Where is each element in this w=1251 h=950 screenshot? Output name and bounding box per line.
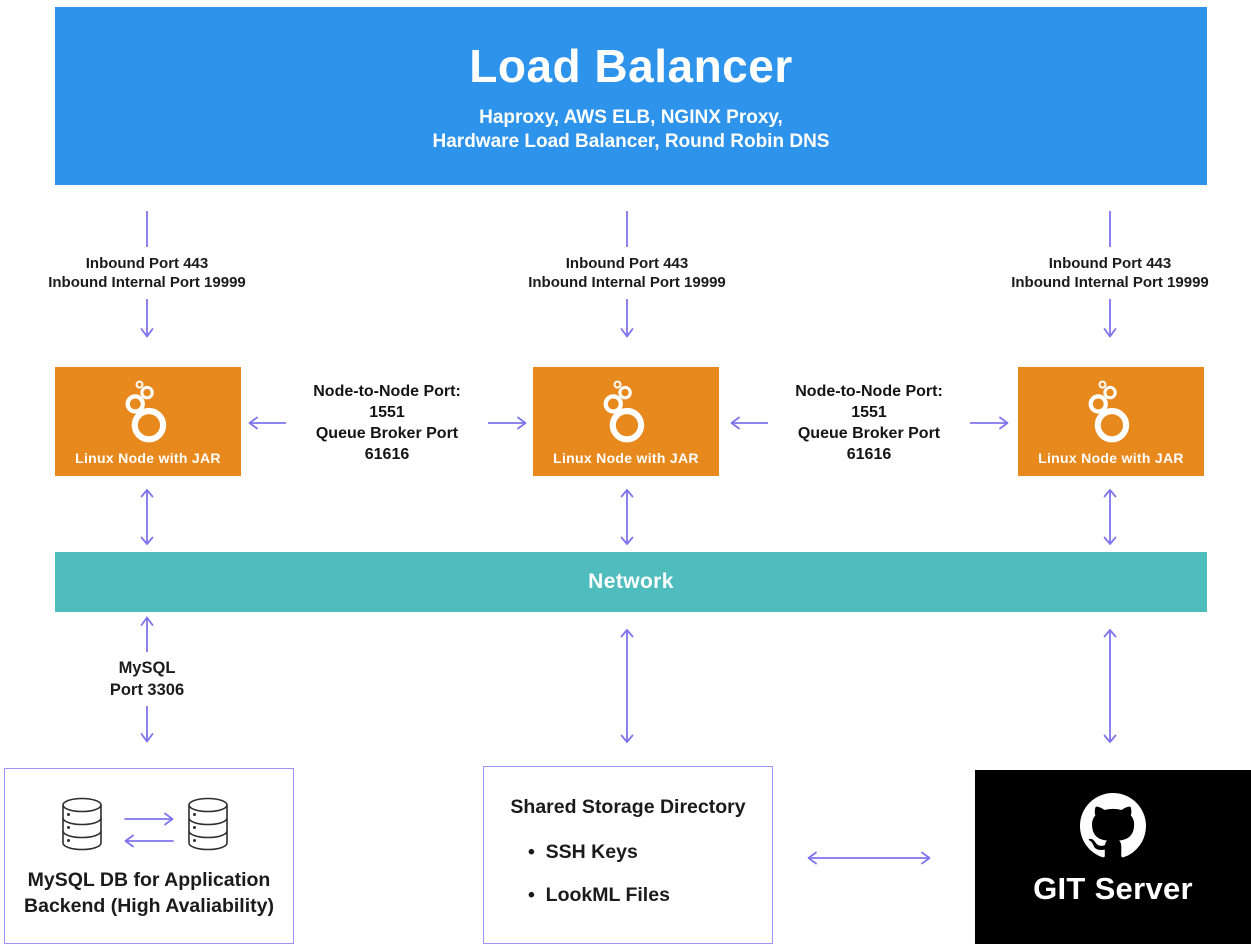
arrow-right-icon bbox=[970, 416, 1009, 430]
arrow-left-icon bbox=[124, 834, 174, 848]
inbound-label-line2: Inbound Internal Port 19999 bbox=[1011, 274, 1209, 291]
arrow-double-horizontal-icon bbox=[807, 851, 931, 865]
git-server-label: GIT Server bbox=[1033, 871, 1193, 906]
linux-node-label: Linux Node with JAR bbox=[553, 450, 699, 466]
load-balancer-subtitle-line1: Haproxy, AWS ELB, NGINX Proxy, bbox=[479, 106, 783, 128]
inbound-label-line1: Inbound Port 443 bbox=[565, 255, 689, 272]
line-down-icon bbox=[146, 211, 148, 247]
arrow-down-icon bbox=[620, 299, 634, 338]
inbound-label-line2: Inbound Internal Port 19999 bbox=[528, 274, 726, 291]
looker-icon bbox=[1088, 380, 1130, 443]
inbound-label-line2: Inbound Internal Port 19999 bbox=[48, 274, 246, 291]
mysql-link-label-line2: Port 3306 bbox=[109, 681, 185, 699]
looker-icon bbox=[603, 380, 645, 443]
mysql-db-caption-line1: MySQL DB for Application bbox=[27, 869, 271, 891]
inbound-group-left: Inbound Port 443 Inbound Internal Port 1… bbox=[17, 211, 277, 343]
linux-node-box-left: Linux Node with JAR bbox=[55, 367, 241, 476]
shared-storage-title: Shared Storage Directory bbox=[510, 796, 746, 818]
node-link-group-left: Node-to-Node Port: 1551 Queue Broker Por… bbox=[247, 383, 527, 463]
database-icon bbox=[62, 797, 102, 851]
database-icon bbox=[188, 797, 228, 851]
line-down-icon bbox=[1109, 211, 1111, 247]
git-server-box: GIT Server bbox=[975, 770, 1251, 944]
network-box: Network bbox=[55, 552, 1207, 612]
node-link-label-line1: Node-to-Node Port: 1551 bbox=[795, 383, 943, 421]
network-label: Network bbox=[588, 570, 674, 593]
arrow-double-vertical-icon bbox=[620, 489, 634, 545]
mysql-db-caption-line2: Backend (High Avaliability) bbox=[24, 895, 274, 917]
node-link-label-line2: Queue Broker Port 61616 bbox=[315, 425, 459, 463]
arrow-right-icon bbox=[488, 416, 527, 430]
inbound-group-middle: Inbound Port 443 Inbound Internal Port 1… bbox=[497, 211, 757, 343]
node-link-group-right: Node-to-Node Port: 1551 Queue Broker Por… bbox=[729, 383, 1009, 463]
linux-node-label: Linux Node with JAR bbox=[1038, 450, 1184, 466]
arrow-right-icon bbox=[124, 812, 174, 826]
load-balancer-box: Load Balancer Haproxy, AWS ELB, NGINX Pr… bbox=[55, 7, 1207, 185]
mysql-db-box: MySQL DB for Application Backend (High A… bbox=[4, 768, 294, 944]
load-balancer-subtitle-line2: Hardware Load Balancer, Round Robin DNS bbox=[432, 130, 830, 152]
arrow-double-vertical-icon bbox=[1103, 489, 1117, 545]
mysql-link-group: MySQL Port 3306 bbox=[77, 616, 217, 744]
arrow-down-icon bbox=[140, 299, 154, 338]
arrow-double-vertical-icon bbox=[1103, 629, 1117, 743]
arrow-down-icon bbox=[140, 706, 154, 743]
inbound-group-right: Inbound Port 443 Inbound Internal Port 1… bbox=[980, 211, 1240, 343]
load-balancer-title: Load Balancer bbox=[469, 39, 793, 92]
linux-node-box-middle: Linux Node with JAR bbox=[533, 367, 719, 476]
arrow-left-icon bbox=[248, 416, 286, 430]
linux-node-box-right: Linux Node with JAR bbox=[1018, 367, 1204, 476]
mysql-link-label-line1: MySQL bbox=[118, 659, 176, 677]
looker-icon bbox=[125, 380, 167, 443]
shared-storage-item-ssh-keys: SSH Keys bbox=[528, 841, 638, 864]
shared-storage-box: Shared Storage Directory SSH Keys LookML… bbox=[483, 766, 773, 944]
inbound-label-line1: Inbound Port 443 bbox=[85, 255, 209, 272]
arrow-down-icon bbox=[1103, 299, 1117, 338]
node-link-label-line2: Queue Broker Port 61616 bbox=[797, 425, 941, 463]
line-down-icon bbox=[626, 211, 628, 247]
node-link-label-line1: Node-to-Node Port: 1551 bbox=[313, 383, 461, 421]
shared-storage-item-lookml-files: LookML Files bbox=[528, 884, 670, 907]
arrow-double-vertical-icon bbox=[140, 489, 154, 545]
github-icon bbox=[1080, 793, 1146, 858]
arrow-up-icon bbox=[140, 616, 154, 652]
linux-node-label: Linux Node with JAR bbox=[75, 450, 221, 466]
arrow-double-vertical-icon bbox=[620, 629, 634, 743]
inbound-label-line1: Inbound Port 443 bbox=[1048, 255, 1172, 272]
arrow-left-icon bbox=[730, 416, 768, 430]
